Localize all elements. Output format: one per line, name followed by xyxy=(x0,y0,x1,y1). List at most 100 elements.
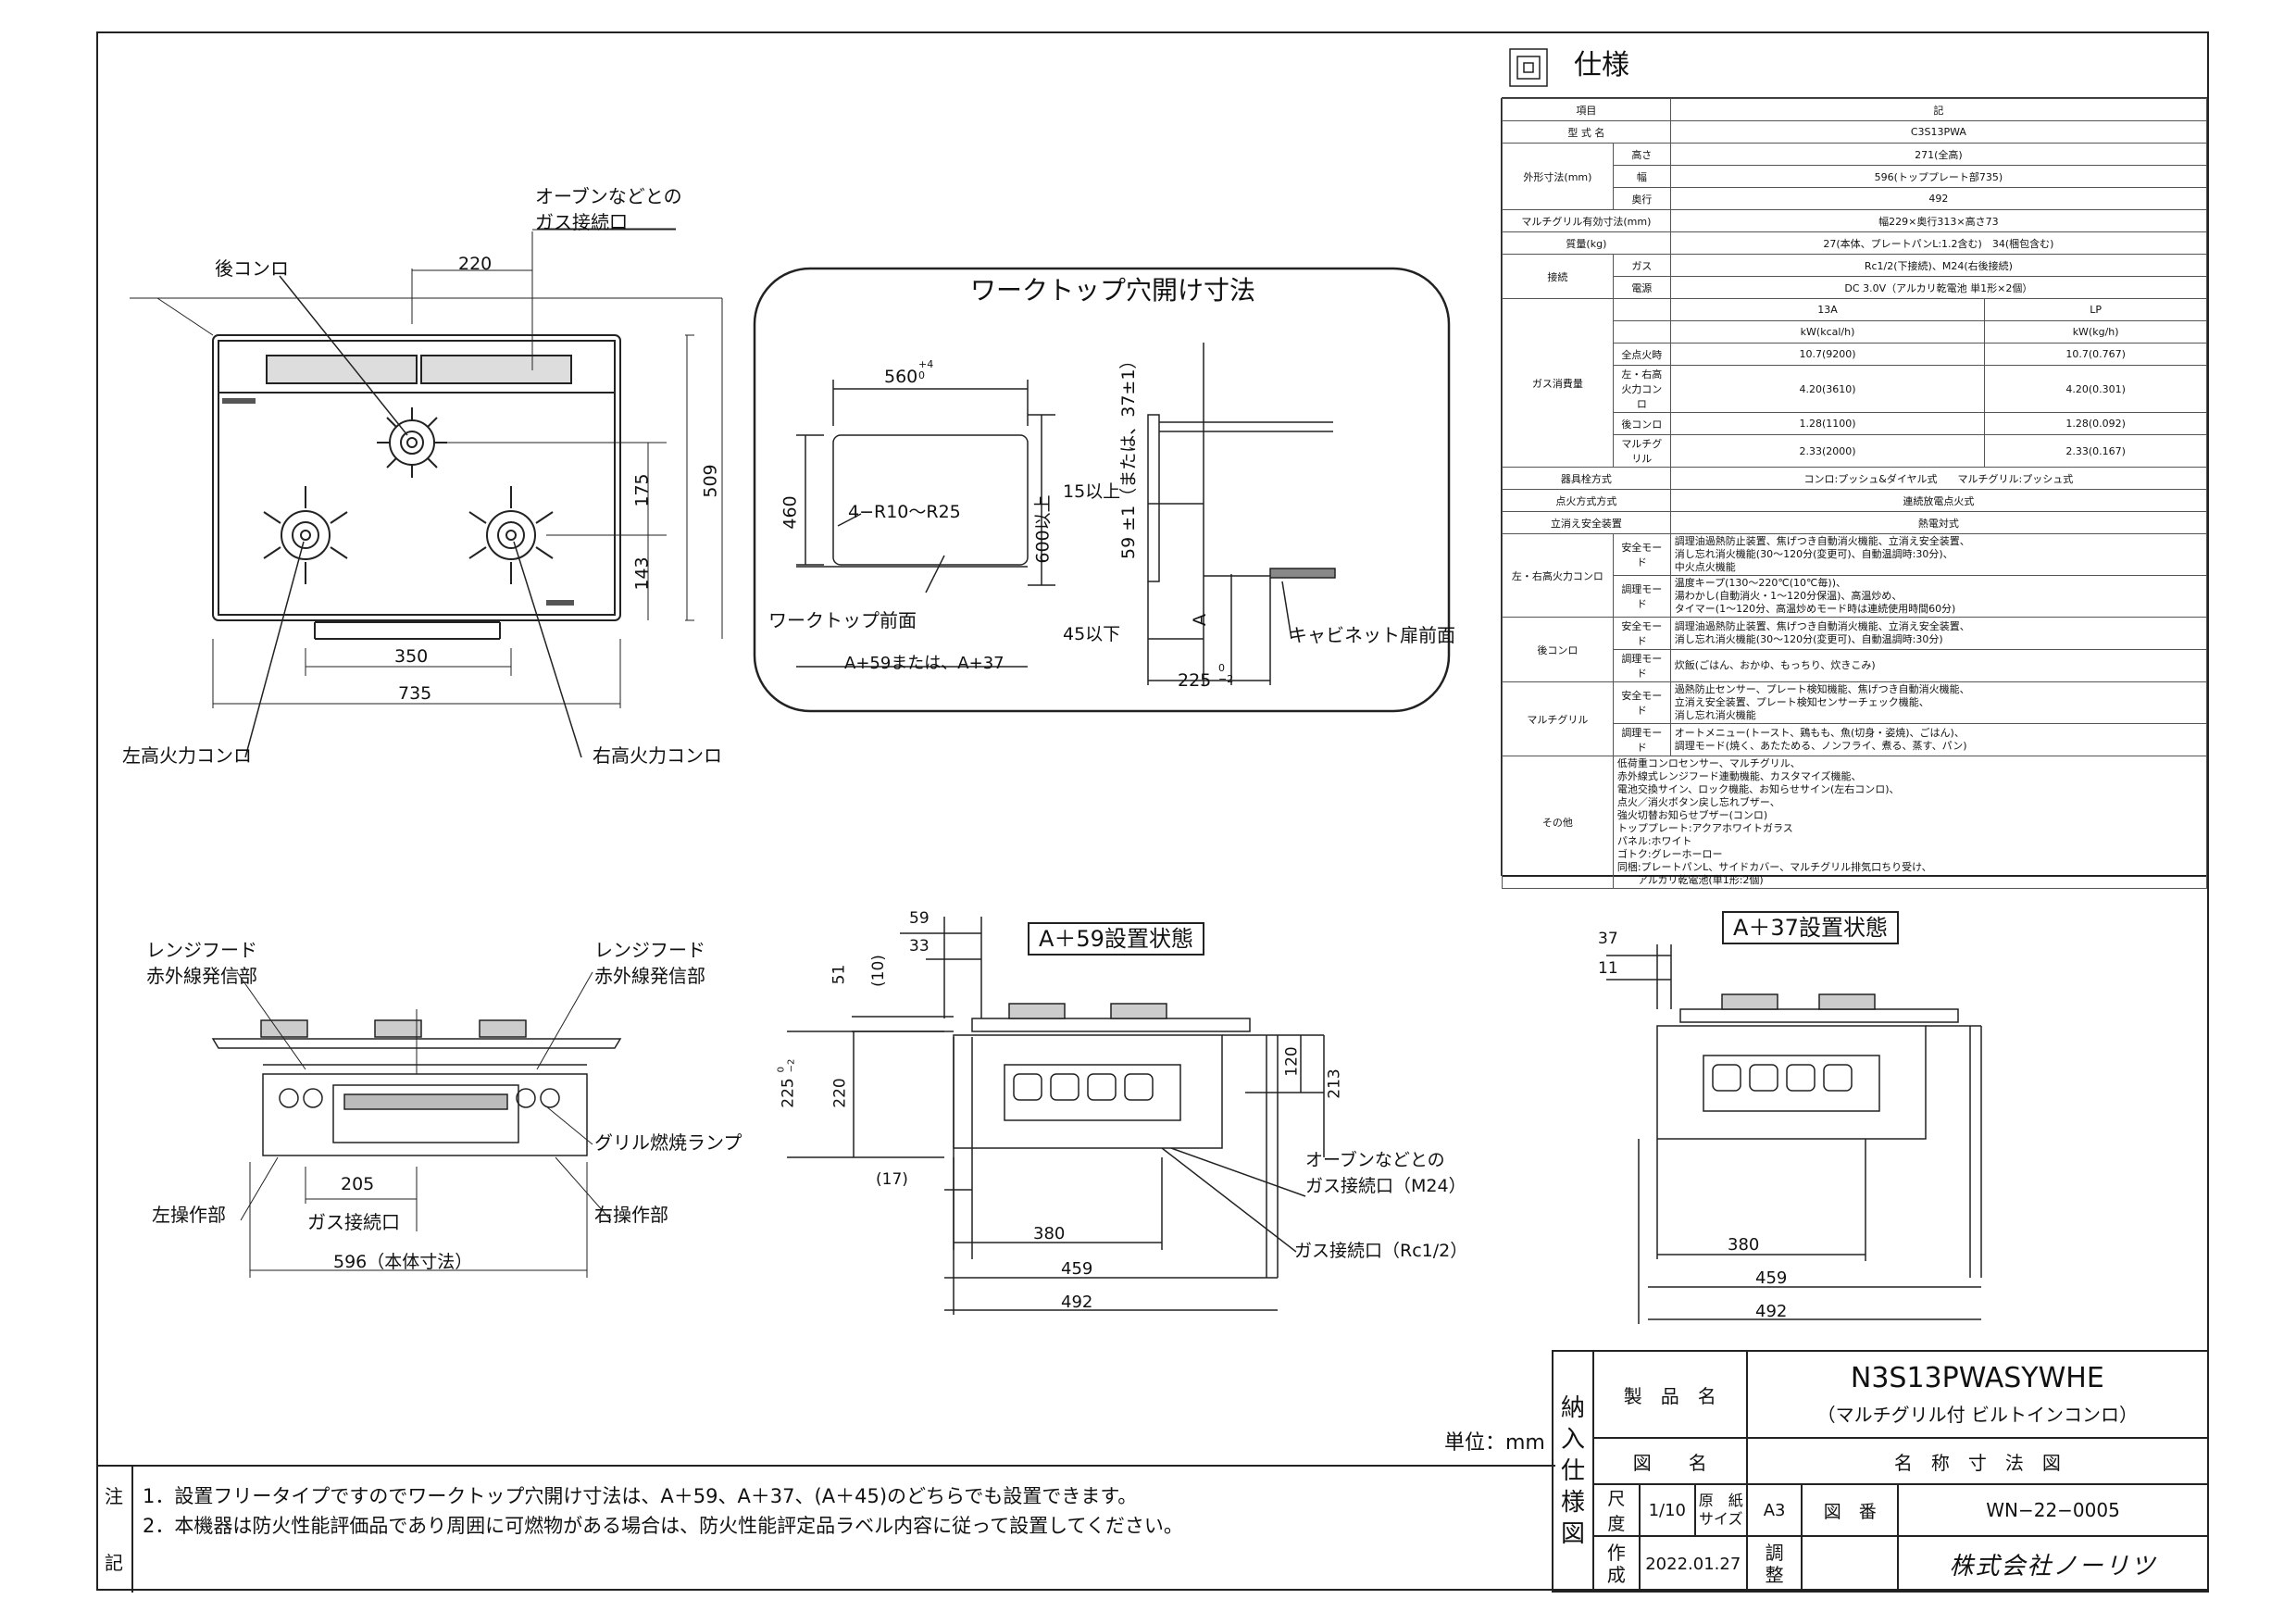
tb-check-blank xyxy=(1801,1535,1900,1593)
dim-600: 600以上 xyxy=(1032,494,1054,564)
spec-cell: 奥行 xyxy=(1612,187,1671,210)
spec-cell: Rc1/2(下接続)、M24(右後接続) xyxy=(1669,254,2208,277)
dim-59-text: 59 ±1（または、37±1） xyxy=(1118,351,1139,559)
spec-icon xyxy=(1509,48,1548,87)
right-panel-label: 右操作部 xyxy=(594,1204,668,1226)
title-block: 納入仕様図 製 品 名 N3S13PWASYWHE （マルチグリル付 ビルトイン… xyxy=(1552,1350,2210,1593)
dim-220: 220 xyxy=(458,254,493,274)
cutout-title: ワークトップ穴開け寸法 xyxy=(970,275,1256,306)
a59-dim-17: (17) xyxy=(876,1170,908,1189)
spec-cell: 記 xyxy=(1669,98,2208,121)
spec-cell: 幅229×奥行313×高さ73 xyxy=(1669,209,2208,232)
spec-cell: 調理モード xyxy=(1612,649,1671,682)
notes-side: 注 記 xyxy=(96,1467,133,1593)
dim-205: 205 xyxy=(341,1174,375,1194)
spec-cell: 左・右高火力コンロ xyxy=(1612,365,1671,413)
grill-lamp-label: グリル燃焼ランプ xyxy=(594,1131,742,1154)
spec-cell: 2.33(0.167) xyxy=(1984,434,2207,468)
dim-460: 460 xyxy=(780,495,801,530)
spec-cell: 1.28(0.092) xyxy=(1984,412,2207,435)
dim-350: 350 xyxy=(394,646,429,667)
note-line-2: 2．本機器は防火性能評価品であり周囲に可燃物がある場合は、防火性能評定品ラベル内… xyxy=(143,1515,1183,1537)
spec-cell: 電源 xyxy=(1612,276,1671,299)
tb-scale: 1/10 xyxy=(1638,1483,1696,1537)
dim-175: 175 xyxy=(631,473,653,507)
spec-cell: 安全モード xyxy=(1612,681,1671,724)
tb-drawing-label: 図 名 xyxy=(1591,1437,1748,1485)
dim-15: 15以上 xyxy=(1063,481,1121,502)
spec-cell: 調理モード xyxy=(1612,575,1671,618)
spec-cell: DC 3.0V（アルカリ乾電池 単1形×2個） xyxy=(1669,276,2208,299)
spec-cell: 外形寸法(mm) xyxy=(1502,143,1614,210)
spec-cell: 左・右高火力コンロ xyxy=(1502,533,1614,618)
a59-dim-10: (10) xyxy=(868,955,888,987)
dim-560-tol: +4 0 xyxy=(918,358,934,381)
oven-gas-label-2: ガス接続口（M24） xyxy=(1305,1176,1466,1196)
a59-dim-225-tol: 0 −2 xyxy=(776,1058,797,1073)
spec-cell: 安全モード xyxy=(1612,533,1671,576)
spec-cell: 4.20(0.301) xyxy=(1984,365,2207,413)
hood-right-1: レンジフード xyxy=(594,939,705,961)
spec-row: kW(kcal/h)kW(kg/h) xyxy=(1503,320,2207,344)
note-line-1: 1．設置フリータイプですのでワークトップ穴開け寸法は、A＋59、A＋37、(A＋… xyxy=(143,1485,1138,1507)
left-burner-label: 左高火力コンロ xyxy=(122,744,252,767)
front-gas-inlet-label: ガス接続口 xyxy=(307,1211,400,1233)
spec-cell: 調理油過熱防止装置、焦げつき自動消火機能、立消え安全装置、 消し忘れ消火機能(3… xyxy=(1669,617,2208,650)
a59-dim-213: 213 xyxy=(1325,1068,1344,1099)
spec-cell: 低荷重コンロセンサー、マルチグリル、 赤外線式レンジフード連動機能、カスタマイズ… xyxy=(1612,756,2208,889)
spec-row: 立消え安全装置熱電対式 xyxy=(1502,511,2208,534)
dim-143: 143 xyxy=(631,556,653,591)
hood-left-2: 赤外線発信部 xyxy=(146,965,257,987)
spec-row: 調理モードオートメニュー(トースト、鶏もも、魚(切身・姿焼)、ごはん)、 調理モ… xyxy=(1503,723,2208,756)
dim-560: 560 xyxy=(884,367,918,387)
a37-dim-459: 459 xyxy=(1755,1268,1788,1288)
side-a59 xyxy=(787,917,1325,1315)
spec-title: 仕様 xyxy=(1574,49,1629,81)
dim-596: 596（本体寸法） xyxy=(333,1252,473,1272)
spec-cell: ガス消費量 xyxy=(1502,298,1614,468)
a59-title: A＋59設置状態 xyxy=(1028,922,1204,956)
spec-cell: コンロ:プッシュ&ダイヤル式 マルチグリル:プッシュ式 xyxy=(1669,467,2208,490)
spec-cell: 1.28(1100) xyxy=(1669,412,1986,435)
spec-cell: 10.7(0.767) xyxy=(1984,343,2207,366)
a59-dim-225: 225 xyxy=(779,1078,798,1108)
spec-row: 左・右高火力コンロ安全モード調理油過熱防止装置、焦げつき自動消火機能、立消え安全… xyxy=(1502,533,2208,618)
spec-row: 調理モード温度キープ(130〜220℃(10℃毎))、 湯わかし(自動消火・1〜… xyxy=(1503,575,2208,618)
dim-735: 735 xyxy=(398,683,432,704)
a-note: A+59または、A+37 xyxy=(844,654,1004,673)
tb-check-label: 調 整 xyxy=(1745,1535,1803,1593)
drawing-frame xyxy=(96,31,2209,1591)
spec-row: 後コンロ安全モード調理油過熱防止装置、焦げつき自動消火機能、立消え安全装置、 消… xyxy=(1502,617,2208,682)
left-panel-label: 左操作部 xyxy=(152,1204,226,1226)
spec-row: 器具栓方式コンロ:プッシュ&ダイヤル式 マルチグリル:プッシュ式 xyxy=(1502,467,2208,490)
spec-cell: 10.7(9200) xyxy=(1669,343,1986,366)
spec-cell: 安全モード xyxy=(1612,617,1671,650)
spec-cell: LP xyxy=(1984,298,2207,321)
tb-drawing-no: WN−22−0005 xyxy=(1897,1483,2209,1537)
spec-cell: 幅 xyxy=(1612,165,1671,188)
tb-product-label: 製 品 名 xyxy=(1591,1350,1748,1439)
spec-cell: 13A xyxy=(1669,298,1986,321)
spec-cell xyxy=(1612,320,1671,344)
oven-gas-label-1: オーブンなどとの xyxy=(1305,1150,1445,1170)
cabinet-label: キャビネット扉前面 xyxy=(1289,624,1455,646)
spec-cell: 596(トッププレート部735) xyxy=(1669,165,2208,188)
a59-dim-120: 120 xyxy=(1282,1046,1302,1077)
tb-side: 納入仕様図 xyxy=(1552,1350,1594,1593)
spec-row: マルチグリル有効寸法(mm)幅229×奥行313×高さ73 xyxy=(1502,209,2208,232)
a37-dim-37: 37 xyxy=(1598,930,1618,948)
dim-509: 509 xyxy=(700,464,721,498)
spec-cell: 全点火時 xyxy=(1612,343,1671,366)
gas-inlet-label-1: オーブンなどとの xyxy=(535,185,682,207)
spec-row: 点火方式方式連続放電点火式 xyxy=(1502,489,2208,512)
tb-company: 株式会社ノーリツ xyxy=(1897,1535,2209,1593)
spec-cell: 立消え安全装置 xyxy=(1502,511,1671,534)
spec-row: 質量(kg)27(本体、プレートパンL:1.2含む) 34(梱包含む) xyxy=(1502,231,2208,255)
